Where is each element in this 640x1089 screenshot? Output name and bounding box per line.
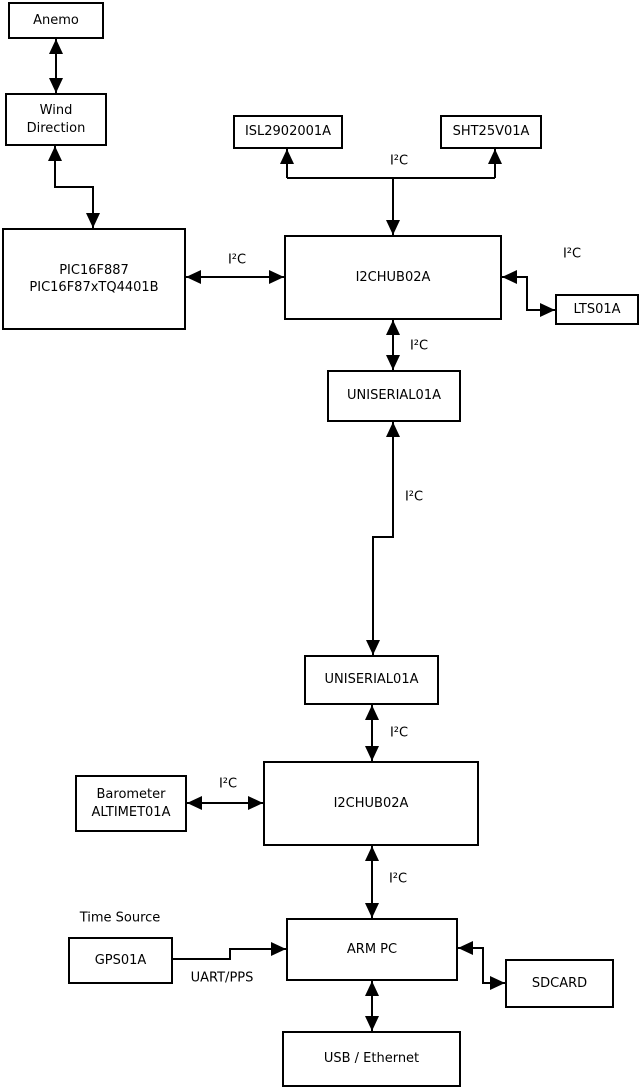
- node-i2chub02a-lower: I2CHUB02A: [263, 761, 479, 846]
- node-wind-direction: Wind Direction: [5, 93, 107, 146]
- edge-label-i2c-hub-uniserial: I²C: [408, 338, 430, 354]
- node-label: ISL2902001A: [244, 124, 332, 140]
- connector-uniserial-link: [366, 422, 400, 655]
- connector-wind-pic: [48, 146, 100, 228]
- connector-gps-armpc: [173, 942, 286, 960]
- node-label: GPS01A: [94, 952, 147, 968]
- node-anemo: Anemo: [8, 2, 104, 39]
- edge-label-uart-pps: UART/PPS: [189, 970, 255, 986]
- node-label: USB / Ethernet: [323, 1051, 420, 1067]
- node-label: Anemo: [33, 12, 79, 28]
- connector-armpc-sdcard: [458, 941, 505, 990]
- node-label: SDCARD: [531, 975, 588, 991]
- node-uniserial01a-lower: UNISERIAL01A: [304, 655, 439, 705]
- node-label: UNISERIAL01A: [347, 388, 441, 404]
- edge-label-i2c-hub-lts: I²C: [561, 246, 583, 262]
- node-usb-ethernet: USB / Ethernet: [282, 1031, 461, 1087]
- node-gps01a: GPS01A: [68, 937, 173, 984]
- edge-label-time-source: Time Source: [78, 910, 162, 926]
- node-label: UNISERIAL01A: [324, 672, 419, 688]
- edge-label-i2c-sensor-branch: I²C: [388, 153, 410, 169]
- node-label: SHT25V01A: [452, 124, 530, 140]
- node-isl2902001a: ISL2902001A: [233, 115, 343, 149]
- node-sdcard: SDCARD: [505, 959, 614, 1008]
- node-uniserial01a-upper: UNISERIAL01A: [327, 370, 461, 422]
- node-lts01a: LTS01A: [555, 294, 639, 325]
- node-arm-pc: ARM PC: [286, 918, 458, 981]
- node-label: I2CHUB02A: [355, 269, 431, 285]
- edge-label-i2c-barometer-hub: I²C: [217, 776, 239, 792]
- node-label: PIC16F887 PIC16F87xTQ4401B: [29, 262, 159, 295]
- node-label: LTS01A: [573, 301, 621, 317]
- node-barometer-altimet01a: Barometer ALTIMET01A: [75, 775, 187, 832]
- edge-label-i2c-pic-hub: I²C: [226, 252, 248, 268]
- node-sht25v01a: SHT25V01A: [440, 115, 542, 149]
- connector-hub-lts: [502, 270, 555, 317]
- node-label: Wind Direction: [26, 103, 86, 136]
- node-label: Barometer ALTIMET01A: [91, 787, 171, 820]
- node-i2chub02a-upper: I2CHUB02A: [284, 235, 502, 320]
- edge-label-i2c-uniserial-hub2: I²C: [388, 725, 410, 741]
- node-label: ARM PC: [346, 941, 398, 957]
- edge-label-i2c-uniserial-link: I²C: [403, 489, 425, 505]
- edge-label-i2c-hub-armpc: I²C: [387, 871, 409, 887]
- node-pic16f887: PIC16F887 PIC16F87xTQ4401B: [2, 228, 186, 330]
- node-label: I2CHUB02A: [333, 795, 409, 811]
